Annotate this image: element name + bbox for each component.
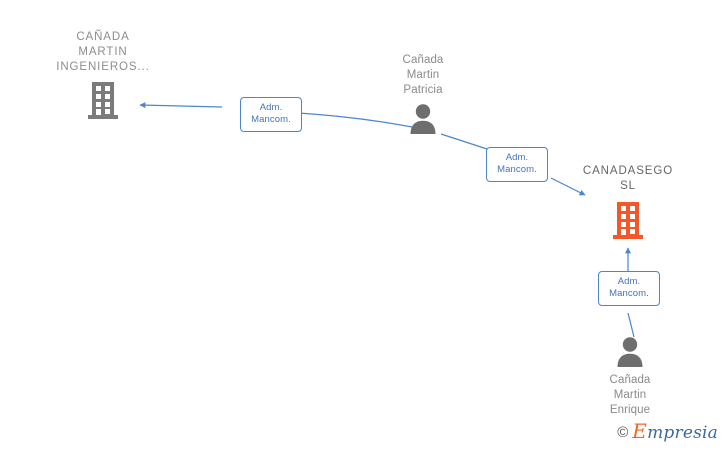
watermark-empresia: © Empresia: [617, 421, 718, 443]
edge-label-patricia-to-ingenieros[interactable]: Adm. Mancom.: [240, 97, 302, 132]
node-label-line: Patricia: [403, 84, 443, 96]
node-label-line: SL: [620, 180, 636, 192]
node-label-canada-martin-patricia: Cañada Martin Patricia: [358, 53, 488, 98]
person-icon[interactable]: [565, 336, 695, 368]
edge-label-line1: Adm.: [617, 276, 641, 287]
edge-label-line1: Adm.: [505, 152, 529, 163]
copyright-icon: ©: [617, 424, 629, 441]
node-label-canada-martin-ingenieros: CAÑADA MARTIN INGENIEROS...: [23, 30, 183, 75]
person-icon[interactable]: [358, 98, 488, 135]
edge-label-line2: Mancom.: [609, 288, 649, 299]
node-canada-martin-ingenieros[interactable]: CAÑADA MARTIN INGENIEROS...: [23, 30, 183, 122]
node-label-line: Cañada: [609, 374, 651, 386]
edge-label-enrique-to-canadasego[interactable]: Adm. Mancom.: [598, 271, 660, 306]
node-label-line: Martin: [613, 389, 647, 401]
node-label-line: Cañada: [402, 54, 444, 66]
brand-name: Empresia: [632, 421, 718, 443]
edge-label-line1: Adm.: [259, 102, 283, 113]
node-canada-martin-enrique[interactable]: Cañada Martin Enrique: [565, 336, 695, 418]
node-canadasego-sl[interactable]: CANADASEGO SL: [558, 164, 698, 242]
node-label-line: CAÑADA: [76, 31, 130, 43]
node-label-line: MARTIN: [78, 46, 128, 58]
edge-patricia-to-canadasego: [440, 133, 586, 196]
edge-label-patricia-to-canadasego[interactable]: Adm. Mancom.: [486, 147, 548, 182]
edge-label-line2: Mancom.: [251, 114, 291, 125]
node-canada-martin-patricia[interactable]: Cañada Martin Patricia: [358, 53, 488, 135]
node-label-line: INGENIEROS...: [56, 61, 150, 73]
brand-rest: mpresia: [647, 423, 718, 443]
edge-label-line2: Mancom.: [497, 164, 537, 175]
node-label-line: Enrique: [609, 404, 651, 416]
node-label-line: Martin: [406, 69, 440, 81]
node-label-canadasego-sl: CANADASEGO SL: [558, 164, 698, 194]
brand-initial: E: [632, 419, 648, 443]
building-icon[interactable]: [23, 75, 183, 122]
edge-enrique-to-canadasego: [625, 247, 635, 338]
building-icon[interactable]: [558, 194, 698, 242]
node-label-line: CANADASEGO: [582, 165, 674, 177]
node-label-canada-martin-enrique: Cañada Martin Enrique: [565, 373, 695, 418]
